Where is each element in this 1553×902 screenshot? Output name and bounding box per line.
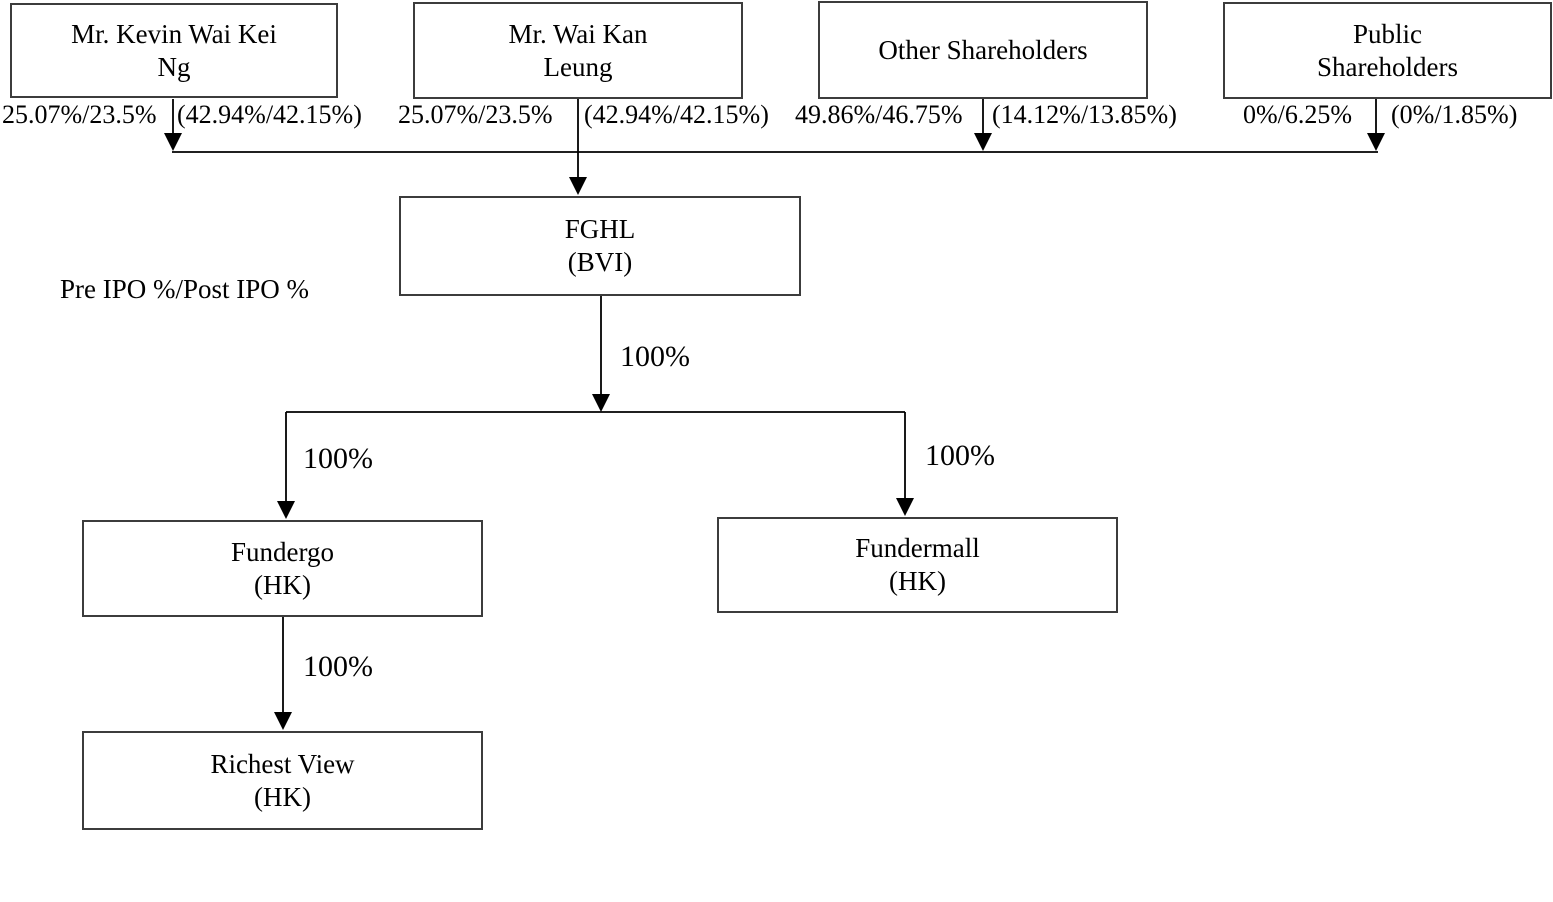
node-label-line: Other Shareholders <box>878 34 1088 65</box>
arrowhead-icon <box>164 133 182 151</box>
node-kevin-wai-kei-ng: Mr. Kevin Wai Kei Ng <box>10 3 338 98</box>
node-label-line: (HK) <box>254 781 311 812</box>
node-label-line: FGHL <box>564 214 636 245</box>
edge-label-fundermall-100pct: 100% <box>925 439 995 472</box>
node-label-line: Ng <box>157 51 191 82</box>
pct-public-bracket: (0%/1.85%) <box>1391 100 1518 129</box>
arrowhead-icon <box>974 133 992 151</box>
arrowhead-icon <box>274 712 292 730</box>
arrowhead-icon <box>277 501 295 519</box>
edge-label-fundergo-100pct: 100% <box>303 442 373 475</box>
node-label-line: Public <box>1352 18 1422 49</box>
node-fundermall-hk: Fundermall (HK) <box>717 517 1118 613</box>
node-label-line: Leung <box>543 51 613 82</box>
arrowhead-icon <box>896 498 914 516</box>
node-fghl-bvi: FGHL (BVI) <box>399 196 801 296</box>
pct-leung-bracket: (42.94%/42.15%) <box>584 100 769 129</box>
arrowhead-icon <box>569 177 587 195</box>
pre-post-ipo-legend: Pre IPO %/Post IPO % <box>60 274 310 304</box>
node-label-line: Shareholders <box>1317 51 1458 82</box>
node-public-shareholders: Public Shareholders <box>1223 2 1552 99</box>
node-richest-view-hk: Richest View (HK) <box>82 731 483 830</box>
node-other-shareholders: Other Shareholders <box>818 1 1148 99</box>
node-label-line: Fundergo <box>230 536 334 567</box>
arrowhead-icon <box>592 394 610 412</box>
node-wai-kan-leung: Mr. Wai Kan Leung <box>413 2 743 99</box>
edge-label-fghl-100pct: 100% <box>620 340 690 373</box>
pct-kevin-bracket: (42.94%/42.15%) <box>177 100 362 129</box>
node-label-line: Mr. Kevin Wai Kei <box>71 18 277 49</box>
node-fundergo-hk: Fundergo (HK) <box>82 520 483 617</box>
node-label-line: (HK) <box>254 569 311 600</box>
node-label-line: Fundermall <box>855 533 980 564</box>
edge-label-richest-view-100pct: 100% <box>303 650 373 683</box>
node-label-line: Mr. Wai Kan <box>508 18 648 49</box>
arrowhead-icon <box>1367 133 1385 151</box>
pct-other-bracket: (14.12%/13.85%) <box>992 100 1177 129</box>
pct-leung: 25.07%/23.5% <box>398 100 553 129</box>
node-label-line: (BVI) <box>567 247 633 277</box>
pct-kevin: 25.07%/23.5% <box>2 100 157 129</box>
node-label-line: Richest View <box>210 748 355 779</box>
pct-other: 49.86%/46.75% <box>795 100 963 129</box>
node-label-line: (HK) <box>889 566 946 596</box>
pct-public: 0%/6.25% <box>1243 100 1353 129</box>
